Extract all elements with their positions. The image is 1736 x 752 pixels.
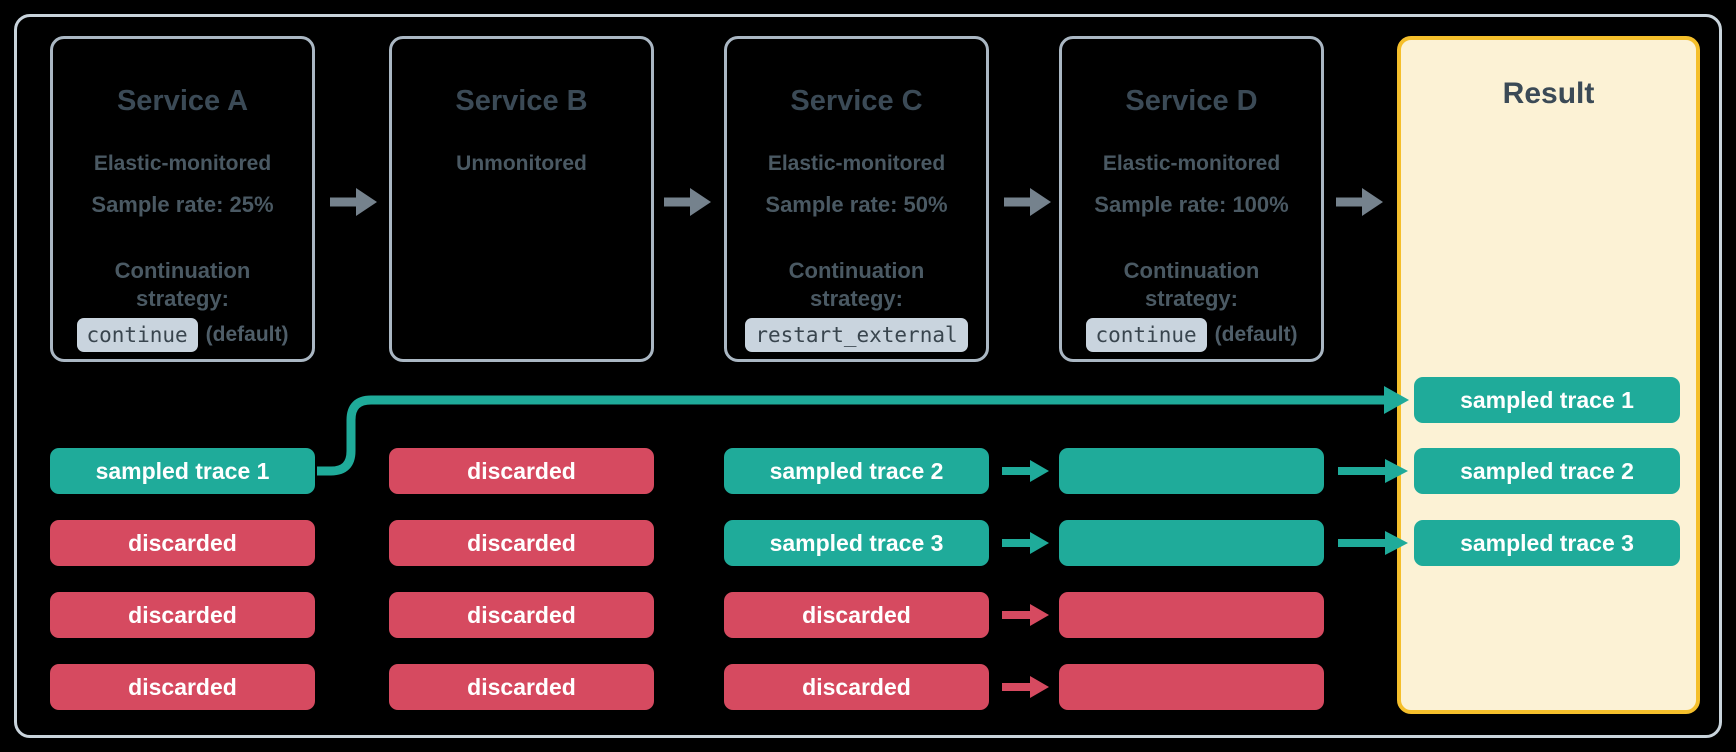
result-box: Result bbox=[1397, 36, 1700, 714]
service-a-strategy-label-line2: strategy: bbox=[136, 286, 229, 311]
trace-chip-label: discarded bbox=[467, 673, 576, 700]
trace-chip-a4-discarded: discarded bbox=[50, 664, 315, 710]
trace-chip-c3-discarded: discarded bbox=[724, 592, 989, 638]
service-b-monitoring-label: Unmonitored bbox=[456, 152, 587, 175]
diagram-outer-frame bbox=[14, 14, 1722, 738]
trace-chip-a2-discarded: discarded bbox=[50, 520, 315, 566]
service-a-strategy-value: continue (default) bbox=[53, 315, 312, 355]
trace-chip-b3-discarded: discarded bbox=[389, 592, 654, 638]
result-chip-sampled-trace-2: sampled trace 2 bbox=[1414, 448, 1680, 494]
service-d-monitoring-label: Elastic-monitored bbox=[1102, 152, 1281, 175]
service-d-sample-rate: Sample rate: 100% bbox=[1094, 192, 1289, 217]
service-a-title: Service A bbox=[116, 85, 249, 117]
service-b-title: Service B bbox=[455, 85, 588, 117]
service-d-strategy-default-note: (default) bbox=[1214, 323, 1298, 347]
result-chip-label: sampled trace 3 bbox=[1460, 529, 1634, 556]
trace-chip-b2-discarded: discarded bbox=[389, 520, 654, 566]
result-chip-sampled-trace-1: sampled trace 1 bbox=[1414, 377, 1680, 423]
result-chip-label: sampled trace 1 bbox=[1460, 386, 1634, 413]
service-d-strategy-label-line2: strategy: bbox=[1145, 286, 1238, 311]
trace-chip-label: discarded bbox=[128, 601, 237, 628]
result-chip-sampled-trace-3: sampled trace 3 bbox=[1414, 520, 1680, 566]
service-c-strategy-code-chip: restart_external bbox=[745, 318, 968, 353]
trace-chip-b1-discarded: discarded bbox=[389, 448, 654, 494]
service-d-title: Service D bbox=[1125, 85, 1258, 117]
trace-chip-a1-sampled: sampled trace 1 bbox=[50, 448, 315, 494]
trace-chip-label: discarded bbox=[467, 601, 576, 628]
service-a-strategy-label-line1: Continuation bbox=[114, 258, 251, 283]
trace-chip-d3-discarded-blank bbox=[1059, 592, 1324, 638]
service-c-title: Service C bbox=[790, 85, 923, 117]
trace-chip-label: discarded bbox=[467, 529, 576, 556]
result-chip-label: sampled trace 2 bbox=[1460, 457, 1634, 484]
service-d-strategy-value: continue (default) bbox=[1062, 315, 1321, 355]
trace-chip-c2-sampled: sampled trace 3 bbox=[724, 520, 989, 566]
trace-chip-label: sampled trace 3 bbox=[769, 529, 944, 556]
service-a-strategy-default-note: (default) bbox=[205, 323, 289, 347]
service-d-strategy-label-line1: Continuation bbox=[1123, 258, 1260, 283]
trace-chip-label: discarded bbox=[128, 529, 237, 556]
trace-chip-label: sampled trace 2 bbox=[769, 457, 944, 484]
trace-chip-d4-discarded-blank bbox=[1059, 664, 1324, 710]
trace-chip-d1-sampled-blank bbox=[1059, 448, 1324, 494]
service-a-monitoring-label: Elastic-monitored bbox=[93, 152, 272, 175]
service-a-sample-rate: Sample rate: 25% bbox=[91, 192, 274, 217]
service-box-a: Service A Elastic-monitored Sample rate:… bbox=[50, 36, 315, 362]
trace-chip-label: discarded bbox=[128, 673, 237, 700]
trace-chip-c1-sampled: sampled trace 2 bbox=[724, 448, 989, 494]
trace-chip-label: discarded bbox=[467, 457, 576, 484]
service-c-sample-rate: Sample rate: 50% bbox=[765, 192, 948, 217]
trace-chip-label: discarded bbox=[802, 601, 911, 628]
service-c-strategy-label-line2: strategy: bbox=[810, 286, 903, 311]
trace-chip-label: sampled trace 1 bbox=[95, 457, 270, 484]
service-c-strategy-value: restart_external bbox=[727, 315, 986, 355]
service-box-d: Service D Elastic-monitored Sample rate:… bbox=[1059, 36, 1324, 362]
service-d-strategy-code-chip: continue bbox=[1085, 318, 1207, 353]
trace-chip-c4-discarded: discarded bbox=[724, 664, 989, 710]
service-c-monitoring-label: Elastic-monitored bbox=[767, 152, 946, 175]
service-box-c: Service C Elastic-monitored Sample rate:… bbox=[724, 36, 989, 362]
trace-chip-d2-sampled-blank bbox=[1059, 520, 1324, 566]
result-title: Result bbox=[1502, 77, 1595, 110]
trace-chip-a3-discarded: discarded bbox=[50, 592, 315, 638]
service-box-b: Service B Unmonitored bbox=[389, 36, 654, 362]
trace-chip-b4-discarded: discarded bbox=[389, 664, 654, 710]
trace-chip-label: discarded bbox=[802, 673, 911, 700]
service-c-strategy-label-line1: Continuation bbox=[788, 258, 925, 283]
service-a-strategy-code-chip: continue bbox=[76, 318, 198, 353]
